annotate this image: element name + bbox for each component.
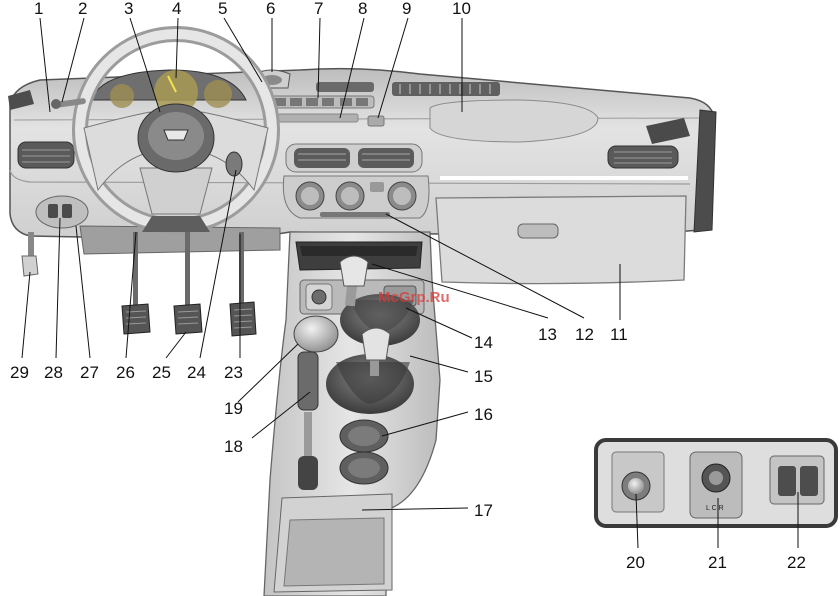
glove-box xyxy=(435,176,688,285)
callout-2: 2 xyxy=(78,0,87,18)
callout-25: 25 xyxy=(152,363,171,382)
parking-brake-lever xyxy=(297,351,319,490)
callout-24: 24 xyxy=(187,363,206,382)
callout-1: 1 xyxy=(34,0,43,18)
light-switch-block xyxy=(35,195,89,229)
callout-7: 7 xyxy=(314,0,323,18)
callout-13: 13 xyxy=(538,325,557,344)
heater-controls xyxy=(282,175,430,219)
instrument-cluster xyxy=(91,69,247,114)
switch-row xyxy=(269,95,385,127)
callout-5: 5 xyxy=(218,0,227,18)
callout-23: 23 xyxy=(224,363,243,382)
callout-22: 22 xyxy=(787,553,806,572)
callout-17: 17 xyxy=(474,501,493,520)
right-side-vent xyxy=(607,145,679,169)
parking-brake-knob xyxy=(293,315,339,353)
hood-release-lever xyxy=(21,232,39,277)
accelerator-pedal xyxy=(229,232,257,337)
callout-9: 9 xyxy=(402,0,411,18)
callout-10: 10 xyxy=(452,0,471,18)
steering-wheel xyxy=(72,26,280,234)
callout-4: 4 xyxy=(172,0,181,18)
callout-3: 3 xyxy=(124,0,133,18)
callout-14: 14 xyxy=(474,333,493,352)
callout-6: 6 xyxy=(266,0,275,18)
armrest-tray xyxy=(273,493,393,593)
transfer-case-lever xyxy=(339,255,420,346)
center-vents xyxy=(285,143,423,173)
callout-numbers: 1 2 3 4 5 6 7 8 9 10 11 12 13 14 15 16 1… xyxy=(10,0,806,572)
steering-column xyxy=(142,216,210,232)
callout-20: 20 xyxy=(626,553,645,572)
watermark: McGrp.Ru xyxy=(378,289,450,306)
callout-15: 15 xyxy=(474,367,493,386)
callout-26: 26 xyxy=(116,363,135,382)
ignition-switch xyxy=(225,151,243,177)
left-side-vent xyxy=(17,141,75,169)
right-corner-vent xyxy=(646,118,690,144)
passenger-airbag-cover xyxy=(429,99,599,143)
callout-29: 29 xyxy=(10,363,29,382)
callout-21: 21 xyxy=(708,553,727,572)
brake-pedal xyxy=(173,232,203,335)
callout-16: 16 xyxy=(474,405,493,424)
inset-switch-text: L C R xyxy=(706,505,724,512)
callout-18: 18 xyxy=(224,437,243,456)
callout-8: 8 xyxy=(358,0,367,18)
callout-19: 19 xyxy=(224,399,243,418)
inset-switch-panel: L C R xyxy=(594,438,838,528)
defroster-vents xyxy=(316,82,500,96)
callout-leaders xyxy=(21,17,799,549)
callout-12: 12 xyxy=(575,325,594,344)
callout-27: 27 xyxy=(80,363,99,382)
callout-28: 28 xyxy=(44,363,63,382)
cup-holders xyxy=(339,419,389,485)
gear-shift-lever xyxy=(326,327,414,414)
left-corner-vent xyxy=(8,90,34,110)
callout-11: 11 xyxy=(610,325,628,344)
turn-signal-stalk xyxy=(51,98,86,109)
